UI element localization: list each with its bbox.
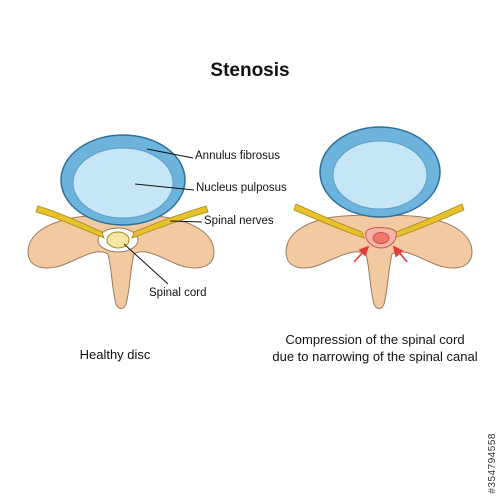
label-spinal-cord: Spinal cord (149, 287, 207, 299)
stock-id-watermark: #354794558 (487, 433, 498, 494)
label-nucleus-pulposus: Nucleus pulposus (196, 182, 287, 194)
stenosis-nerve-left (293, 203, 365, 239)
caption-compression-line2: due to narrowing of the spinal canal (272, 349, 478, 364)
arrow-left-head (358, 245, 370, 257)
cord-leader (123, 243, 169, 285)
leader-lines (123, 148, 203, 285)
healthy-nucleus (72, 147, 174, 219)
diagram-title: Stenosis (210, 60, 290, 81)
caption-healthy-disc: Healthy disc (79, 347, 151, 362)
caption-compression: Compression of the spinal cord due to na… (255, 331, 495, 365)
healthy-vertebra (27, 134, 215, 309)
healthy-nerve-right (131, 205, 209, 239)
stenosis-bone (285, 214, 473, 309)
healthy-bone (27, 214, 215, 309)
stenosis-vertebra (285, 126, 473, 309)
compression-arrows (353, 245, 408, 263)
annulus-leader (146, 148, 194, 159)
nucleus-leader (134, 183, 195, 191)
stenosis-nucleus (332, 140, 428, 210)
caption-compression-line1: Compression of the spinal cord (285, 332, 465, 347)
nerves-leader (169, 220, 203, 223)
label-spinal-nerves: Spinal nerves (204, 215, 274, 227)
healthy-spinal-cord (106, 231, 130, 249)
label-annulus-fibrosus: Annulus fibrosus (195, 150, 281, 162)
stenosis-compressed-cord (372, 232, 390, 244)
arrow-right-head (392, 245, 404, 258)
healthy-nerve-left (35, 205, 105, 239)
